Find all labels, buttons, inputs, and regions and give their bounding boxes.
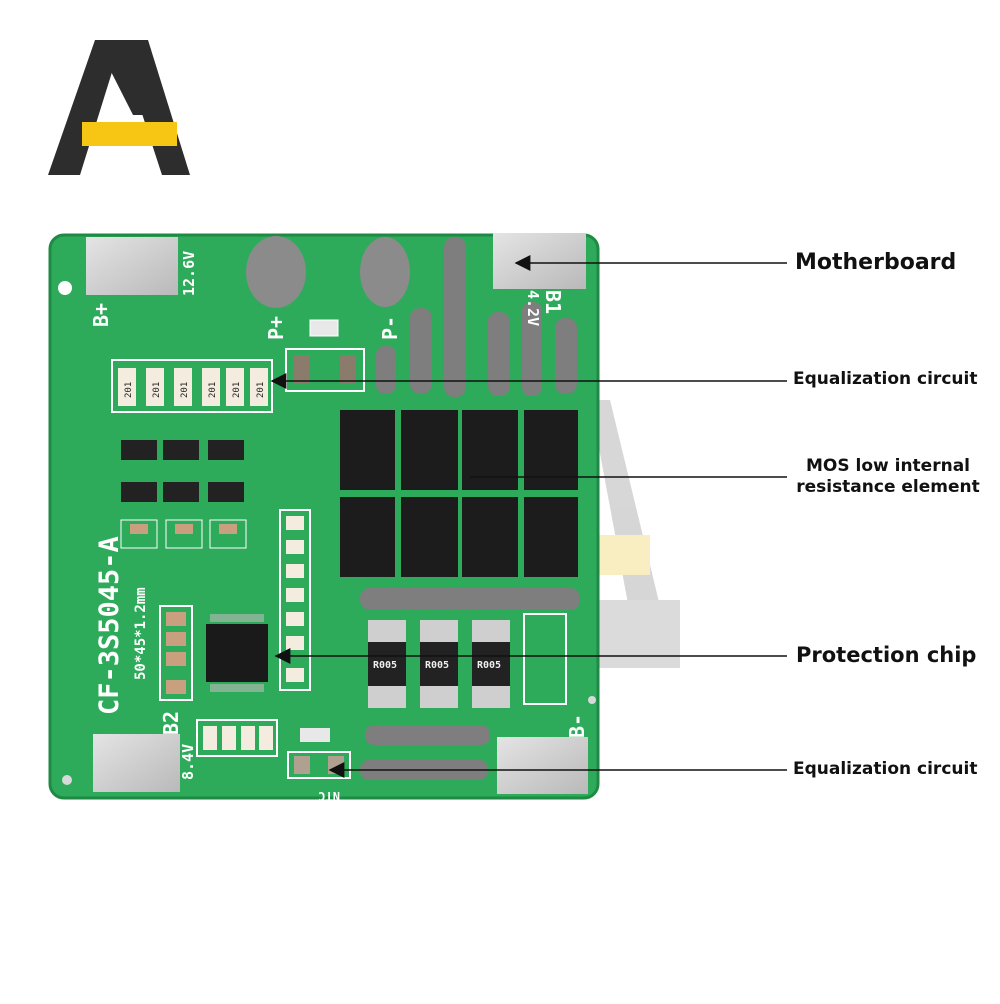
pad-b-plus <box>86 237 178 295</box>
mounting-hole <box>58 281 72 295</box>
resistor-code: 201 <box>232 382 242 398</box>
pad-p-minus <box>360 237 410 307</box>
label-voltage-b1: 4.2V <box>524 290 542 326</box>
callout-protection-chip: Protection chip <box>796 643 977 667</box>
callout-mos: MOS low internal resistance element <box>792 456 984 498</box>
callout-motherboard: Motherboard <box>795 250 957 275</box>
pcb-board <box>48 233 600 800</box>
label-p-minus: P- <box>378 316 402 340</box>
board-size: 50*45*1.2mm <box>133 587 149 680</box>
callout-mos-line1: MOS low internal <box>805 456 971 476</box>
sense-resistors <box>368 613 567 708</box>
logo-mid-stroke <box>95 40 150 115</box>
resistor-code: 201 <box>208 382 218 398</box>
resistor-code: 201 <box>152 382 162 398</box>
pad-p-plus <box>246 236 306 308</box>
pad-b-minus <box>497 737 588 794</box>
balance-transistors <box>120 440 247 549</box>
equalization-resistors-top <box>111 359 273 413</box>
silkscreen: CF-3S5045-A 50*45*1.2mm B+ 12.6V P+ P- B… <box>89 251 589 803</box>
label-b-plus: B+ <box>89 303 113 327</box>
resistor-code: 201 <box>180 382 190 398</box>
label-b2: B2 <box>159 711 183 735</box>
pad-b1 <box>493 233 586 289</box>
label-p-plus: P+ <box>264 316 288 340</box>
brand-logo <box>48 40 190 175</box>
sense-resistor-code: R005 <box>425 660 449 671</box>
label-b1: B1 <box>541 290 565 314</box>
resistor-code: 201 <box>256 382 266 398</box>
label-ntc: NTC <box>318 789 340 803</box>
sense-resistor-code: R005 <box>373 660 397 671</box>
callout-mos-line2: resistance element <box>796 477 980 497</box>
resistor-column <box>279 509 311 691</box>
mosfet-codes: R005 R005 R005 <box>373 660 501 671</box>
label-b-minus: B- <box>565 714 589 738</box>
board-model: CF-3S5045-A <box>94 536 125 715</box>
callout-equalization-bottom: Equalization circuit <box>793 759 978 779</box>
mosfet-array <box>340 410 578 577</box>
logo-left-stroke <box>48 40 122 175</box>
callout-arrows <box>270 255 787 778</box>
label-voltage-b2: 8.4V <box>179 744 197 780</box>
callout-equalization-top: Equalization circuit <box>793 369 978 389</box>
component-codes: 201 201 201 201 201 201 <box>124 382 266 398</box>
protection-ic <box>206 614 268 692</box>
logo-yellow-bar <box>82 122 177 146</box>
pad-b2 <box>93 734 180 792</box>
resistor-code: 201 <box>124 382 134 398</box>
sense-resistor-code: R005 <box>477 660 501 671</box>
label-voltage-top: 12.6V <box>180 251 198 296</box>
mounting-hole <box>62 775 72 785</box>
logo-right-stroke <box>118 40 190 175</box>
